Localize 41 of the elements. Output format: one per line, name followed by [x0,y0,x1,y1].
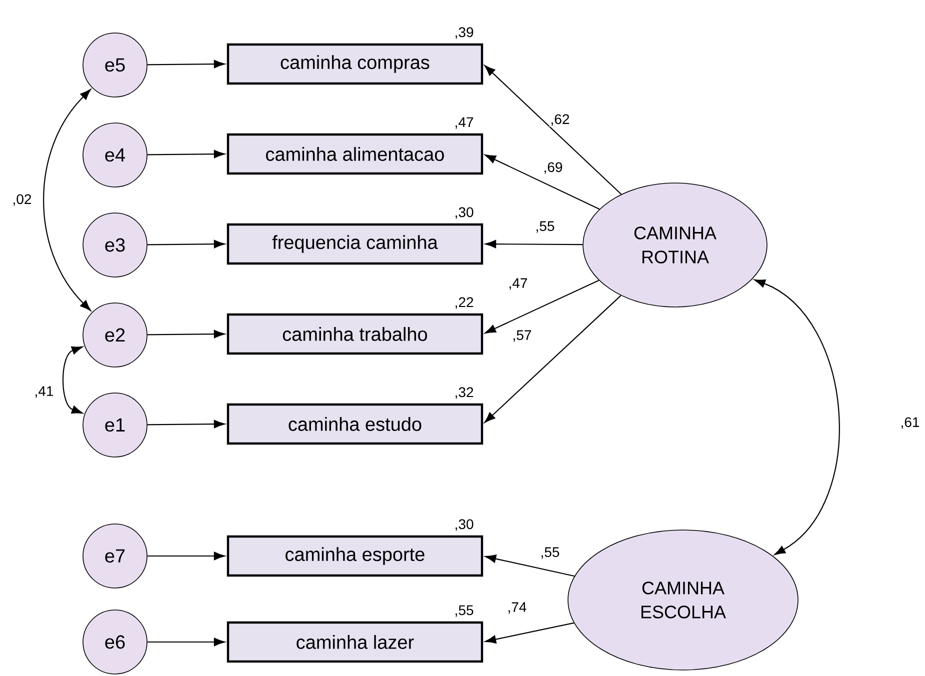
path-arrow [147,552,226,560]
edge-label: ,47 [507,277,529,291]
edge-label: ,74 [506,601,528,615]
path-arrow [147,330,226,338]
r-squared-label: ,30 [456,519,474,531]
path-arrow [147,420,226,428]
r-squared-label: ,55 [456,605,474,617]
path-arrow [485,240,583,248]
variable-box: caminha lazer [226,621,484,663]
edge-label: ,02 [11,193,33,207]
edge-label: ,61 [899,416,921,430]
variable-box: caminha alimentacao [226,133,484,175]
edge-label: ,57 [511,329,533,343]
edge-label: ,41 [33,385,55,399]
edge-label: ,55 [539,546,561,560]
edge-label: ,69 [542,161,564,175]
r-squared-label: ,32 [456,387,474,399]
path-arrow [484,554,575,577]
covariance-arrow [754,279,840,556]
r-squared-label: ,47 [456,117,474,129]
variable-box: caminha estudo [226,403,484,445]
path-arrow [484,154,600,210]
path-arrow [147,638,226,646]
variable-box: caminha compras [226,43,484,85]
covariance-arrow [62,346,83,414]
r-squared-label: ,30 [456,207,474,219]
path-arrow [484,280,600,334]
path-arrow [147,60,226,68]
path-arrow [147,150,226,158]
r-squared-label: ,39 [456,27,474,39]
path-arrow [484,65,622,195]
variable-box: caminha trabalho [226,313,484,355]
variable-box: frequencia caminha [226,223,484,265]
edge-label: ,55 [534,220,556,234]
variable-box: caminha esporte [226,535,484,577]
path-arrow [484,295,622,423]
edge-label: ,62 [549,113,571,127]
path-arrow [484,622,574,644]
covariance-arrow [43,89,91,311]
r-squared-label: ,22 [456,297,474,309]
path-arrow [147,240,226,248]
